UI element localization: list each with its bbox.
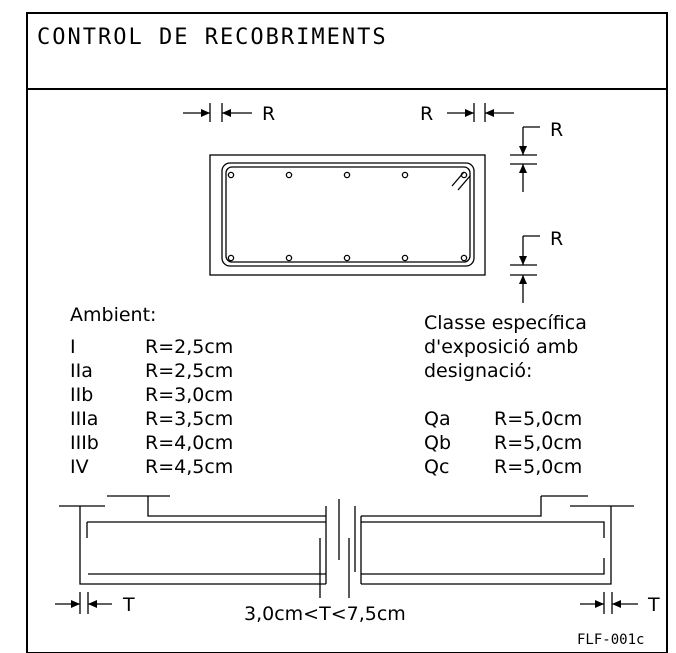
dim-label-t-right: T bbox=[647, 594, 660, 616]
specific-value: R=5,0cm bbox=[494, 432, 582, 454]
ambient-value: R=2,5cm bbox=[145, 336, 233, 358]
ambient-class: IV bbox=[70, 456, 89, 478]
dim-label-r-left: R bbox=[262, 103, 275, 125]
ambient-class: IIIb bbox=[70, 432, 99, 454]
specific-class: Qa bbox=[424, 408, 451, 430]
specific-heading-line1: Classe específica bbox=[424, 312, 587, 334]
specific-value: R=5,0cm bbox=[494, 408, 582, 430]
dim-label-r-top: R bbox=[550, 119, 563, 141]
drawing-code: FLF-001c bbox=[577, 632, 644, 648]
slab-range-label: 3,0cm<T<7,5cm bbox=[244, 603, 406, 625]
dim-label-r-right: R bbox=[420, 103, 433, 125]
dim-label-t-left: T bbox=[122, 594, 135, 616]
dimension-t-right: T bbox=[580, 592, 660, 616]
specific-class: Qc bbox=[424, 456, 449, 478]
ambient-table: Ambient: I R=2,5cm IIa R=2,5cm IIb R=3,0… bbox=[70, 304, 233, 478]
ambient-value: R=4,0cm bbox=[145, 432, 233, 454]
specific-value: R=5,0cm bbox=[494, 456, 582, 478]
dimension-right-r: R bbox=[420, 103, 514, 125]
specific-heading-line3: designació: bbox=[424, 360, 532, 382]
ambient-value: R=3,5cm bbox=[145, 408, 233, 430]
page-title: CONTROL DE RECOBRIMENTS bbox=[37, 25, 388, 50]
ambient-heading: Ambient: bbox=[70, 304, 156, 326]
ambient-value: R=4,5cm bbox=[145, 456, 233, 478]
beam-section bbox=[209, 154, 486, 276]
dimension-t-left: T bbox=[55, 592, 135, 616]
ambient-value: R=2,5cm bbox=[145, 360, 233, 382]
ambient-class: IIIa bbox=[70, 408, 98, 430]
slab-section bbox=[59, 495, 634, 598]
outer-frame bbox=[26, 12, 668, 653]
ambient-value: R=3,0cm bbox=[145, 384, 233, 406]
dimension-left-r: R bbox=[183, 103, 275, 125]
specific-heading-line2: d'exposició amb bbox=[424, 336, 578, 358]
specific-class-table: Classe específica d'exposició amb design… bbox=[424, 312, 587, 478]
ambient-class: IIb bbox=[70, 384, 93, 406]
specific-class: Qb bbox=[424, 432, 451, 454]
dimension-top-r: R bbox=[510, 119, 563, 192]
dim-label-r-bottom: R bbox=[550, 228, 563, 250]
ambient-class: I bbox=[70, 336, 76, 358]
ambient-class: IIa bbox=[70, 360, 93, 382]
dimension-bottom-r: R bbox=[510, 228, 563, 303]
